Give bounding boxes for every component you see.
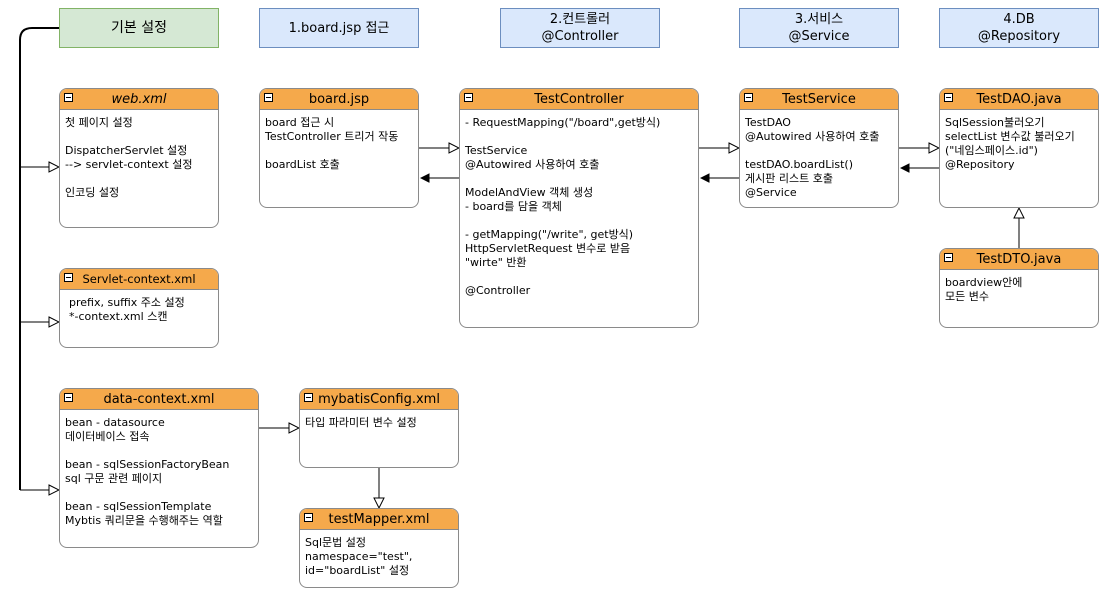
data-context-box[interactable]: data-context.xml bean - datasource 데이터베이… (59, 388, 259, 548)
web-xml-box[interactable]: web.xml 첫 페이지 설정 DispatcherServlet 설정 --… (59, 88, 219, 228)
collapse-icon[interactable] (64, 273, 73, 282)
web-xml-body: 첫 페이지 설정 DispatcherServlet 설정 --> servle… (65, 116, 193, 199)
test-controller-body: - RequestMapping("/board",get방식) TestSer… (465, 116, 661, 297)
collapse-icon[interactable] (64, 93, 73, 102)
header-board-jsp-label: 1.board.jsp 접근 (288, 20, 390, 36)
mybatis-config-body: 타입 파라미터 변수 설정 (305, 416, 417, 429)
data-context-body: bean - datasource 데이터베이스 접속 bean - sqlSe… (65, 416, 230, 527)
test-dto-body: boardview안에 모든 변수 (945, 276, 1023, 303)
test-service-title: TestService (782, 91, 856, 107)
servlet-context-title: Servlet-context.xml (82, 272, 196, 286)
header-controller-label: 2.컨트롤러 @Controller (541, 12, 619, 44)
test-controller-title: TestController (534, 91, 624, 107)
data-context-title-bar: data-context.xml (60, 389, 258, 410)
mybatis-config-box[interactable]: mybatisConfig.xml 타입 파라미터 변수 설정 (299, 388, 459, 468)
test-mapper-box[interactable]: testMapper.xml Sql문법 설정 namespace="test"… (299, 508, 459, 588)
test-mapper-body: Sql문법 설정 namespace="test", id="boardList… (305, 536, 413, 577)
web-xml-title-bar: web.xml (60, 89, 218, 110)
header-db: 4.DB @Repository (939, 8, 1099, 48)
collapse-icon[interactable] (744, 93, 753, 102)
test-service-title-bar: TestService (740, 89, 898, 110)
collapse-icon[interactable] (264, 93, 273, 102)
test-dao-title-bar: TestDAO.java (940, 89, 1098, 110)
header-service-label: 3.서비스 @Service (788, 12, 850, 44)
servlet-context-title-bar: Servlet-context.xml (60, 269, 218, 290)
collapse-icon[interactable] (944, 253, 953, 262)
collapse-icon[interactable] (304, 393, 313, 402)
setup-tree-line (19, 27, 59, 490)
test-dto-title: TestDTO.java (976, 251, 1062, 267)
board-jsp-box[interactable]: board.jsp board 접근 시 TestController 트리거 … (259, 88, 419, 208)
header-controller: 2.컨트롤러 @Controller (500, 8, 660, 48)
web-xml-title: web.xml (111, 91, 167, 107)
data-context-title: data-context.xml (103, 391, 215, 407)
test-dao-title: TestDAO.java (976, 91, 1062, 107)
header-db-label: 4.DB @Repository (977, 12, 1061, 44)
board-jsp-body: board 접근 시 TestController 트리거 작동 boardLi… (265, 116, 399, 171)
test-controller-title-bar: TestController (460, 89, 698, 110)
mybatis-config-title: mybatisConfig.xml (318, 391, 440, 407)
board-jsp-title-bar: board.jsp (260, 89, 418, 110)
header-basic-setup-label: 기본 설정 (111, 19, 167, 36)
test-service-box[interactable]: TestService TestDAO @Autowired 사용하여 호출 t… (739, 88, 899, 208)
test-service-body: TestDAO @Autowired 사용하여 호출 testDAO.board… (745, 116, 880, 199)
servlet-context-box[interactable]: Servlet-context.xml prefix, suffix 주소 설정… (59, 268, 219, 348)
collapse-icon[interactable] (464, 93, 473, 102)
test-controller-box[interactable]: TestController - RequestMapping("/board"… (459, 88, 699, 328)
mybatis-config-title-bar: mybatisConfig.xml (300, 389, 458, 410)
header-basic-setup: 기본 설정 (59, 8, 219, 48)
test-dao-box[interactable]: TestDAO.java SqlSession불러오기 selectList 변… (939, 88, 1099, 208)
header-board-jsp: 1.board.jsp 접근 (259, 8, 419, 48)
test-mapper-title: testMapper.xml (328, 511, 430, 527)
header-service: 3.서비스 @Service (739, 8, 899, 48)
collapse-icon[interactable] (944, 93, 953, 102)
collapse-icon[interactable] (304, 513, 313, 522)
collapse-icon[interactable] (64, 393, 73, 402)
test-dao-body: SqlSession불러오기 selectList 변수값 불러오기 ("네임스… (945, 116, 1075, 171)
servlet-context-body: prefix, suffix 주소 설정 *-context.xml 스캔 (69, 296, 185, 323)
test-dto-box[interactable]: TestDTO.java boardview안에 모든 변수 (939, 248, 1099, 328)
board-jsp-title: board.jsp (308, 91, 370, 107)
test-dto-title-bar: TestDTO.java (940, 249, 1098, 270)
test-mapper-title-bar: testMapper.xml (300, 509, 458, 530)
